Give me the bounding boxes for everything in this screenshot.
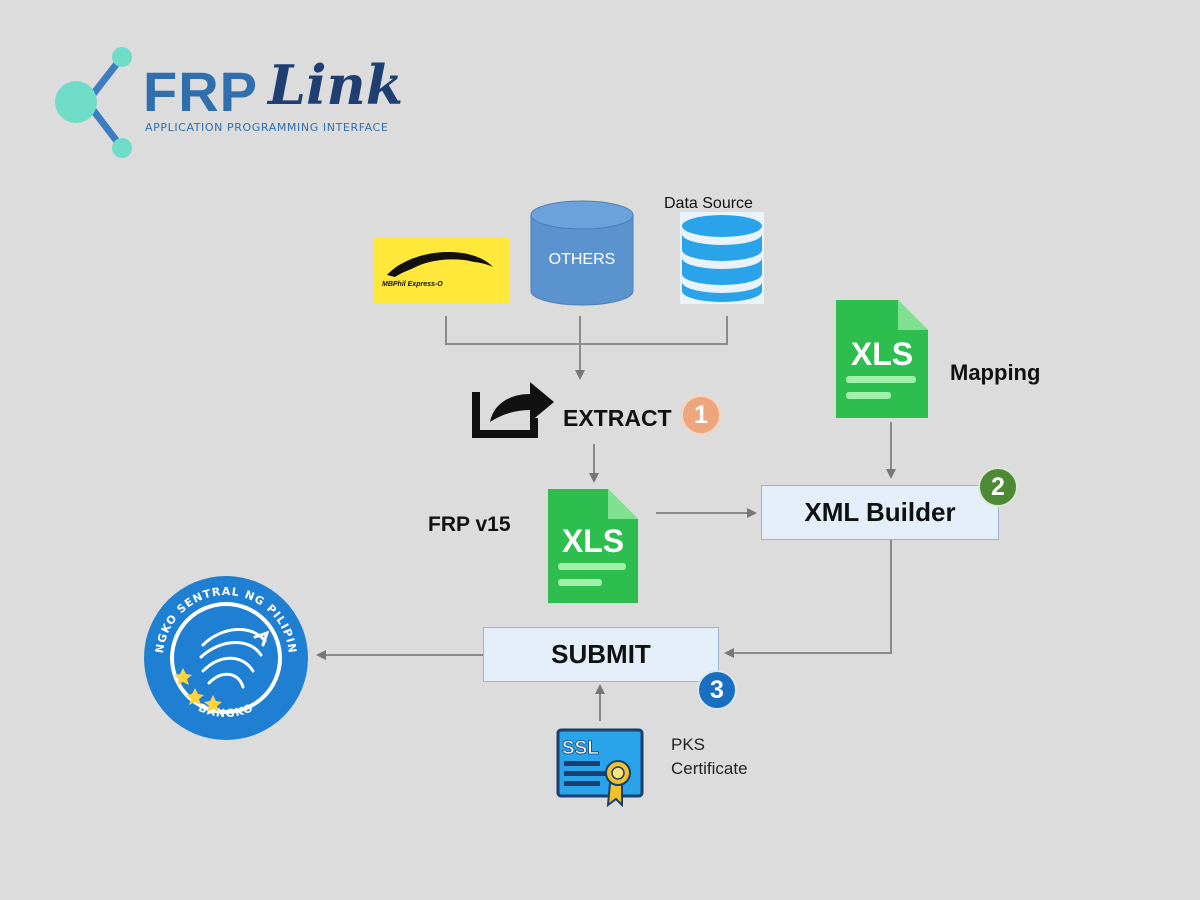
pks-label-line1: PKS bbox=[671, 735, 706, 754]
pks-label-line2: Certificate bbox=[671, 759, 748, 778]
extract-label: EXTRACT bbox=[563, 405, 672, 431]
step-2-badge: 2 bbox=[978, 467, 1018, 507]
ssl-certificate-icon: SSL bbox=[556, 728, 644, 807]
xml-to-submit-arrow bbox=[724, 540, 892, 658]
mapping-label: Mapping bbox=[950, 360, 1041, 385]
data-source-label: Data Source bbox=[664, 195, 753, 212]
mbphil-swoosh-icon bbox=[387, 252, 493, 277]
frp-xls-text: XLS bbox=[562, 523, 624, 559]
logo-title: FRP bbox=[143, 60, 258, 123]
step-1-badge: 1 bbox=[681, 395, 721, 435]
pks-certificate-label: PKS Certificate bbox=[671, 733, 748, 781]
mapping-xls-text: XLS bbox=[851, 336, 913, 372]
bangko-sentral-seal-icon: BANGKO SENTRAL NG PILIPINAS BANGKO bbox=[143, 575, 308, 740]
logo-subtitle: APPLICATION PROGRAMMING INTERFACE bbox=[145, 121, 389, 134]
logo-script: Link bbox=[268, 53, 404, 117]
mbphil-label: MBPhil Express-O bbox=[382, 281, 443, 288]
ssl-text: SSL bbox=[562, 738, 599, 759]
xml-builder-box: XML Builder bbox=[761, 485, 999, 540]
mbphil-express-logo bbox=[373, 237, 509, 304]
frp-xls-icon: XLS bbox=[548, 489, 638, 603]
frplink-logo-icon bbox=[55, 47, 132, 158]
submit-box: SUBMIT bbox=[483, 627, 719, 682]
data-source-database-icon bbox=[680, 212, 764, 304]
share-export-icon bbox=[472, 382, 554, 438]
frp-v15-label: FRP v15 bbox=[428, 513, 511, 536]
mapping-xls-icon: XLS bbox=[836, 300, 928, 418]
step-3-badge: 3 bbox=[697, 670, 737, 710]
others-label: OTHERS bbox=[548, 251, 616, 268]
others-database-icon bbox=[530, 200, 634, 306]
sources-merge-line bbox=[445, 316, 728, 345]
